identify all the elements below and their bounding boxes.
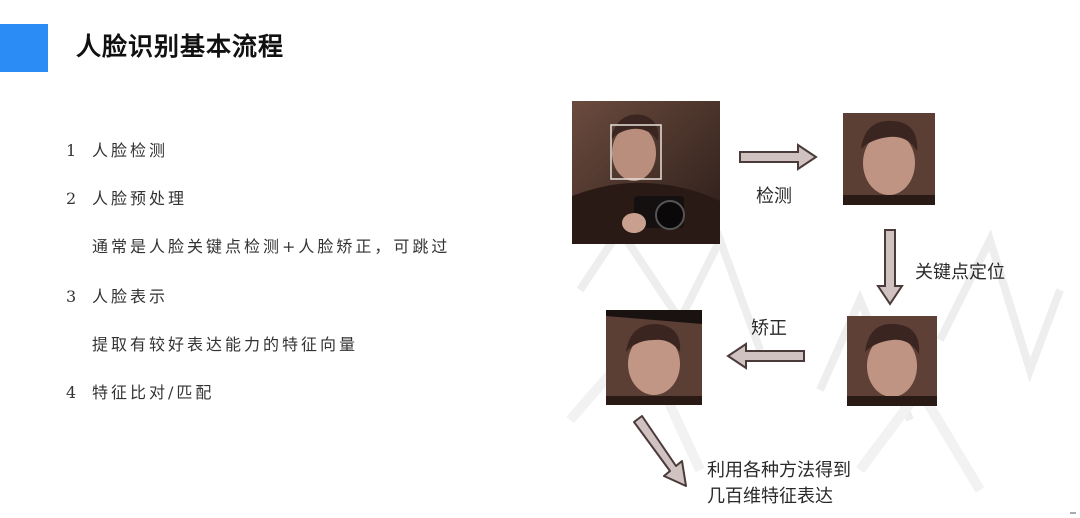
align-arrow [726,342,805,370]
step-3: 3 人脸表示 [66,283,168,307]
corner-mark [1070,508,1076,514]
feature-label: 利用各种方法得到 几百维特征表达 [707,458,851,510]
keypoint-label: 关键点定位 [915,262,1005,283]
step-3-number: 3 [66,287,80,306]
page-title: 人脸识别基本流程 [76,32,285,61]
step-2-label: 人脸预处理 [92,189,188,208]
original-photo [572,101,720,244]
step-4-label: 特征比对/匹配 [92,383,215,402]
step-2-detail: 通常是人脸关键点检测+人脸矫正，可跳过 [92,237,451,256]
step-4: 4 特征比对/匹配 [66,379,214,403]
align-label: 矫正 [751,318,787,339]
step-1-number: 1 [66,141,80,160]
step-2-number: 2 [66,189,80,208]
title-accent-bar [0,24,48,72]
keypoint-arrow [876,229,904,306]
step-2: 2 人脸预处理 [66,185,187,209]
step-3-detail: 提取有较好表达能力的特征向量 [92,335,359,354]
feature-arrow [633,415,687,487]
detected-face-photo [843,113,935,205]
step-4-number: 4 [66,383,80,402]
feature-label-line-1: 利用各种方法得到 [707,460,851,481]
step-1: 1 人脸检测 [66,137,168,161]
keypoint-face-photo [847,316,937,406]
step-1-label: 人脸检测 [92,141,169,160]
detect-arrow [739,143,818,171]
detect-label: 检测 [756,186,792,207]
feature-label-line-2: 几百维特征表达 [707,486,833,507]
detection-box [610,124,662,180]
step-3-label: 人脸表示 [92,287,169,306]
aligned-face-photo [606,310,702,405]
